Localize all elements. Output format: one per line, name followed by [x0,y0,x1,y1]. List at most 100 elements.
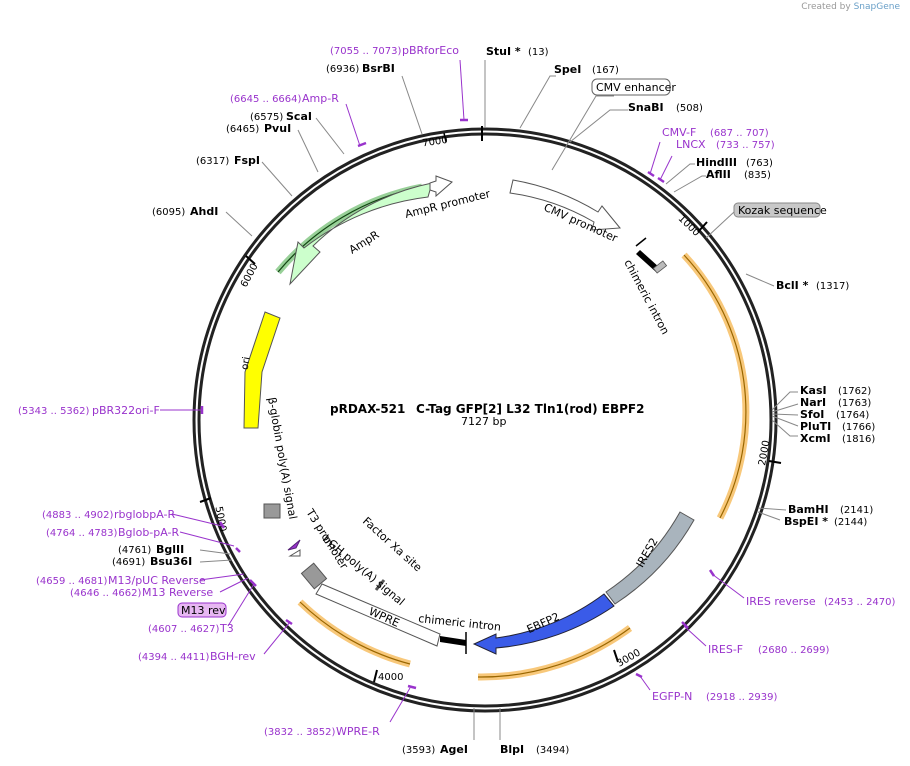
chimeric-intron-top-end [635,237,647,247]
ebfp2-arrow [472,593,615,655]
enzyme-pvui-name[interactable]: PvuI [264,122,291,135]
leader-bspei [757,511,781,521]
leader-wprer [389,687,411,723]
primer-pbr322orif-name[interactable]: pBR322ori-F [92,404,160,417]
ampr-promoter-arrow [429,175,453,198]
t3-promoter-arrow [287,539,301,551]
primer-cmvf-range: (687 .. 707) [710,128,769,139]
enzyme-stui-name[interactable]: StuI * [486,45,521,58]
enzyme-bsu36i-name[interactable]: Bsu36I [150,555,192,568]
enzyme-snabi-name[interactable]: SnaBI [628,101,664,114]
ori-label: ori [240,356,253,371]
backbone-outer [192,127,778,713]
leader-m13puc [199,573,245,581]
tick-label-4000: 4000 [378,672,403,683]
mark-lncx [657,176,665,184]
enzyme-leader-lines [199,60,799,740]
primer-t3-name[interactable]: T3 [219,622,234,635]
enzyme-hindiii-name[interactable]: HindIII [696,156,737,169]
plasmid-length: 7127 bp [461,415,506,428]
mark-bghrev [285,618,293,626]
mark-t3 [249,579,257,587]
primer-m13puc-name[interactable]: M13/pUC Reverse [108,574,206,587]
leader-bcli [745,273,775,287]
primer-cmvf-name[interactable]: CMV-F [662,126,696,139]
primer-m13reverse-name[interactable]: M13 Reverse [142,586,213,599]
enzyme-agei-pos: (3593) [402,745,435,756]
leader-kasi [771,391,798,411]
leader-aflii [673,175,706,193]
leader-m13reverse [219,577,249,593]
primer-ampr-name[interactable]: Amp-R [302,92,339,105]
tick-marks [199,126,782,683]
t3-promoter-arrow-2 [288,549,301,557]
enzyme-xcmi-name[interactable]: XcmI [800,432,831,445]
primer-rbglobpar-name[interactable]: rbglobpA-R [114,508,175,521]
chimeric-intron-top-bar [636,250,660,272]
enzyme-kasi-name[interactable]: KasI [800,384,827,397]
ampr-arrow [289,182,433,286]
primer-lncx-name[interactable]: LNCX [676,138,706,151]
leader-ahdi [225,211,253,237]
enzyme-ahdi-name[interactable]: AhdI [190,205,218,218]
primer-iresf-name[interactable]: IRES-F [708,643,743,656]
cmv-enhancer-box[interactable] [591,78,671,96]
leader-iresf [683,625,707,647]
primer-bglobpar-name[interactable]: Bglob-pA-R [118,526,180,539]
primer-pbr322orif-range: (5343 .. 5362) [18,406,90,417]
enzyme-spei-name[interactable]: SpeI [554,63,581,76]
leader-hindiii [665,163,695,185]
enzyme-blpi-name[interactable]: BlpI [500,743,524,756]
enzyme-fspi-name[interactable]: FspI [234,154,260,167]
primer-wprer-name[interactable]: WPRE-R [336,725,380,738]
enzyme-bsu36i-pos: (4691) [112,557,145,568]
enzyme-scai-name[interactable]: ScaI [286,110,312,123]
backbone-inner [197,132,773,708]
tick-label-6000: 6000 [239,262,261,290]
kozak-box[interactable] [733,202,821,218]
leader-pbrforeco [459,59,465,121]
leader-pluti [771,415,799,427]
tick-label-7000: 7000 [422,135,449,149]
tick-1000-mark [697,221,708,233]
enzyme-pluti-name[interactable]: PluTI [800,420,831,433]
enzyme-agei-name[interactable]: AgeI [440,743,468,756]
enzyme-bsrbi-name[interactable]: BsrBI [362,62,395,75]
leader-t3 [227,583,255,627]
enzyme-sfoi-name[interactable]: SfoI [800,408,824,421]
primer-wprer-range: (3832 .. 3852) [264,727,336,738]
primer-bghrev-name[interactable]: BGH-rev [210,650,256,663]
mark-egfpn [635,672,643,679]
primer-leader-lines [160,59,745,723]
orf-line-left [299,601,411,665]
enzyme-pluti-pos: (1766) [842,422,875,433]
enzyme-bcli-name[interactable]: BclI * [776,279,809,292]
tick-5000-mark [199,497,212,503]
primer-t3-range: (4607 .. 4627) [148,624,220,635]
enzyme-bamhi-pos: (2141) [840,505,873,516]
cmv-promoter-arrow [509,179,621,231]
enzyme-bglii-name[interactable]: BglII [156,543,184,556]
enzyme-snabi-pos: (508) [676,103,703,114]
leader-rbglobpar [171,513,223,527]
primer-m13puc-range: (4659 .. 4681) [36,576,108,587]
mark-bglobpar [235,547,241,553]
mark-wprer [407,684,417,690]
tick-6000-mark [245,255,256,265]
enzyme-bspei-name[interactable]: BspEI * [784,515,828,528]
chimeric-intron-top-label: chimeric intron [621,257,671,336]
enzyme-nari-name[interactable]: NarI [800,396,826,409]
leader-bglii [199,549,231,555]
leader-ampr-primer [345,103,361,147]
tick-label-1000: 1000 [676,213,702,239]
primer-pbrforeco-name[interactable]: pBRforEco [402,44,459,57]
m13rev-box[interactable] [177,602,227,618]
primer-iresrev-name[interactable]: IRES reverse [746,595,816,608]
enzyme-bamhi-name[interactable]: BamHI [788,503,829,516]
primer-egfpn-name[interactable]: EGFP-N [652,690,692,703]
leader-egfpn [639,675,651,691]
primer-m13reverse-range: (4646 .. 4662) [70,588,142,599]
enzyme-aflii-name[interactable]: AflII [706,168,731,181]
chimeric-intron-top-cap [652,260,668,274]
leader-snabi [569,109,628,143]
